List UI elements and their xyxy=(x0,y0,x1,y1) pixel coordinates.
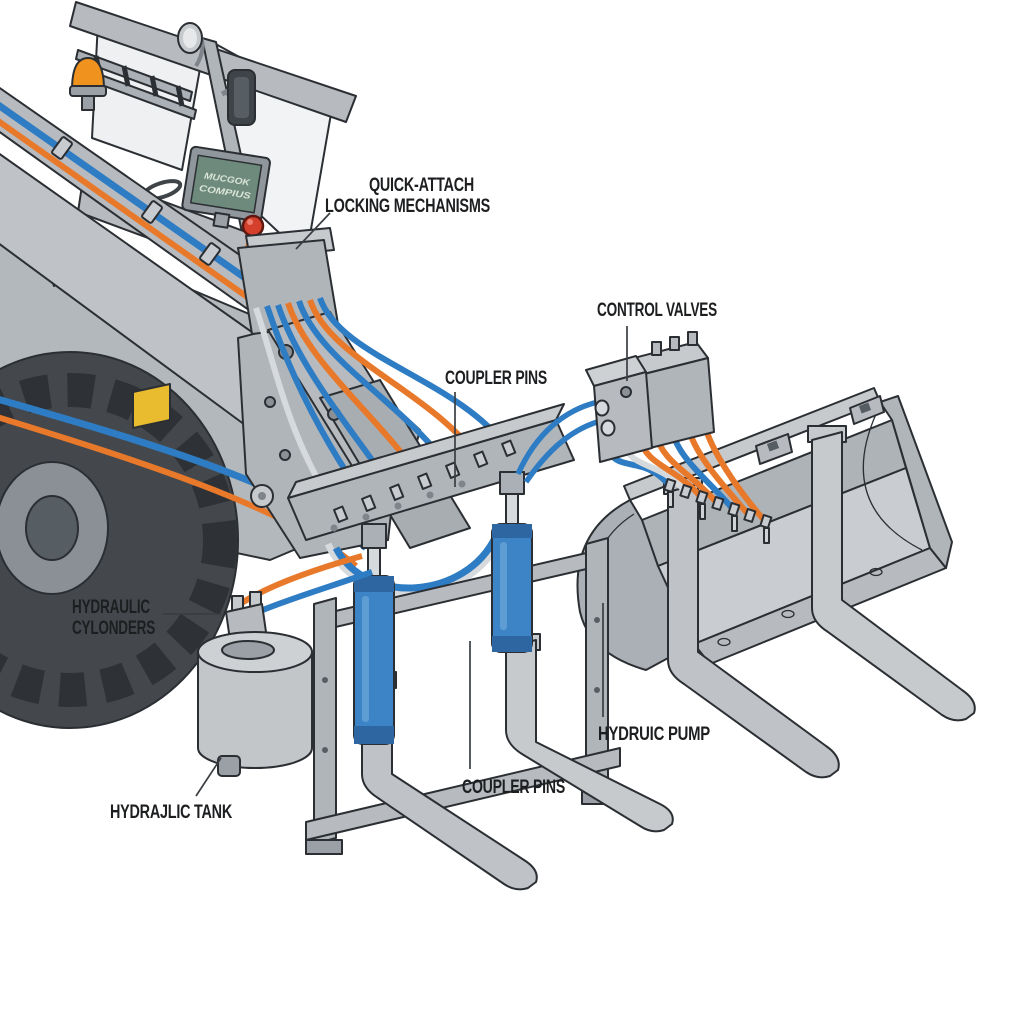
round-mirror xyxy=(177,22,205,68)
boom-hose-blue xyxy=(0,101,271,297)
valve-hose-blue xyxy=(515,399,599,476)
roof-rack xyxy=(75,49,197,120)
control-valve-block xyxy=(515,331,773,544)
label-hydraulic-tank: HYDRAJLIC TANK xyxy=(110,802,232,823)
label-quick-attach-line2: LOCKING MECHANISMS xyxy=(325,196,490,217)
leader-lines xyxy=(163,212,628,797)
label-control-valves: CONTROL VALVES xyxy=(597,300,717,321)
valve-body-right xyxy=(643,357,715,449)
boom-hose-orange xyxy=(0,118,262,309)
hose-clamp xyxy=(51,136,73,160)
leader-hydraulic-tank xyxy=(195,757,222,797)
valve-body-left xyxy=(593,371,653,463)
hydraulic-tank xyxy=(197,553,373,777)
label-coupler-pins-top: COUPLER PINS xyxy=(445,368,547,389)
leader-quick-attach xyxy=(295,212,331,250)
bucket-right-side xyxy=(879,395,953,569)
hydraulic-cylinder-left xyxy=(353,523,395,745)
fork xyxy=(811,431,976,722)
red-button xyxy=(241,214,265,238)
display-screen xyxy=(189,154,263,214)
valve-port xyxy=(600,419,616,437)
carriage-bottom-rail xyxy=(305,747,621,841)
front-tire xyxy=(0,351,239,729)
tank-drain-plug xyxy=(217,755,241,777)
fork-carriage xyxy=(287,403,674,891)
side-mirror xyxy=(220,69,256,126)
fork xyxy=(667,483,840,779)
label-quick-attach-line1: QUICK-ATTACH xyxy=(369,175,474,196)
valve-hose-blue xyxy=(523,417,605,484)
coupler-loop-hose xyxy=(332,534,500,592)
cab-display: MUCGOK COMPIUS xyxy=(181,145,278,305)
tank-hose-blue xyxy=(256,569,373,615)
hose-clamp xyxy=(199,242,221,266)
hydraulic-cylinder-right xyxy=(491,471,533,653)
warning-decal xyxy=(132,383,171,429)
label-hydraulic-pump: HYDRUIC PUMP xyxy=(598,724,710,745)
label-hydraulic-cylinders-line1: HYDRAULIC xyxy=(72,597,150,618)
label-hydraulic-cylinders-line2: CYLONDERS xyxy=(72,618,155,639)
label-coupler-pins-bottom: COUPLER PINS xyxy=(462,777,565,798)
carriage-left-post xyxy=(313,597,337,845)
fork xyxy=(505,639,674,833)
labels: QUICK-ATTACH LOCKING MECHANISMS CONTROL … xyxy=(72,175,717,823)
beacon-light xyxy=(69,57,107,111)
valve-port xyxy=(594,399,610,417)
bucket-hose-fittings xyxy=(663,478,773,544)
hose-clamp xyxy=(141,200,163,224)
